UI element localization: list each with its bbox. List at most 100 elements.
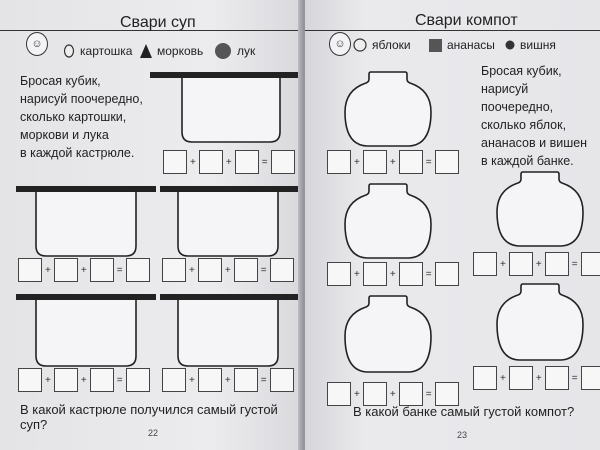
plus-sign: +: [224, 374, 231, 386]
equals-sign: =: [261, 156, 268, 168]
apple-icon: [353, 38, 367, 52]
plus-sign: +: [224, 264, 231, 276]
equals-sign: =: [116, 374, 123, 386]
plus-sign: +: [389, 156, 396, 168]
equation-row: + + =: [327, 382, 459, 406]
pot-3: [160, 186, 298, 257]
equation-row: + + =: [162, 258, 294, 282]
answer-box[interactable]: [362, 262, 387, 286]
answer-box[interactable]: [125, 368, 150, 392]
answer-box[interactable]: [234, 150, 259, 174]
right-instr-line: сколько яблок,: [481, 118, 567, 132]
equation-row: + + =: [163, 150, 295, 174]
left-instr-line: моркови и лука: [20, 128, 109, 142]
answer-box[interactable]: [269, 368, 294, 392]
plus-sign: +: [189, 264, 195, 276]
answer-box[interactable]: [53, 258, 78, 282]
onion-icon: [215, 43, 231, 59]
answer-box[interactable]: [233, 368, 258, 392]
answer-box[interactable]: [162, 368, 186, 392]
right-page-number: 23: [457, 430, 468, 440]
pineapple-icon: [429, 38, 442, 52]
right-instr-line: нарисуй поочередно,: [481, 82, 554, 114]
equation-row: + + =: [18, 368, 150, 392]
equation-row: + + =: [473, 252, 600, 276]
plus-sign: +: [389, 268, 396, 280]
jar-3: [496, 171, 584, 247]
answer-box[interactable]: [162, 258, 186, 282]
potato-icon: [63, 44, 75, 58]
right-header-line: [305, 30, 600, 31]
answer-box[interactable]: [473, 366, 497, 390]
answer-box[interactable]: [163, 150, 187, 174]
legend-potato-label: картошка: [80, 44, 133, 58]
left-header-line: [0, 30, 302, 31]
right-instr-line: Бросая кубик,: [481, 64, 562, 78]
answer-box[interactable]: [197, 368, 222, 392]
legend-apples-label: яблоки: [372, 38, 411, 52]
equals-sign: =: [425, 268, 432, 280]
answer-box[interactable]: [398, 262, 423, 286]
answer-box[interactable]: [18, 368, 42, 392]
answer-box[interactable]: [197, 258, 222, 282]
left-instr-line: нарисуй поочередно,: [20, 92, 143, 106]
answer-box[interactable]: [508, 252, 533, 276]
owl-logo-icon: ☺: [26, 32, 48, 56]
plus-sign: +: [354, 156, 360, 168]
answer-box[interactable]: [580, 366, 600, 390]
equation-row: + + =: [162, 368, 294, 392]
answer-box[interactable]: [434, 262, 459, 286]
answer-box[interactable]: [544, 366, 569, 390]
right-page: ☺ Свари компот яблоки ананасы вишня Брос…: [305, 0, 600, 450]
answer-box[interactable]: [398, 150, 423, 174]
equals-sign: =: [571, 372, 578, 384]
equals-sign: =: [260, 264, 267, 276]
legend-pineapples-label: ананасы: [447, 38, 495, 52]
answer-box[interactable]: [473, 252, 497, 276]
answer-box[interactable]: [89, 368, 114, 392]
answer-box[interactable]: [434, 382, 459, 406]
equation-row: + + =: [18, 258, 150, 282]
left-page-title: Свари суп: [120, 14, 196, 31]
answer-box[interactable]: [544, 252, 569, 276]
legend-carrot-label: морковь: [157, 44, 204, 58]
plus-sign: +: [389, 388, 396, 400]
answer-box[interactable]: [327, 382, 351, 406]
right-page-title: Свари компот: [415, 12, 518, 29]
carrot-icon: [140, 44, 152, 58]
pot-4: [16, 294, 156, 367]
answer-box[interactable]: [269, 258, 294, 282]
answer-box[interactable]: [89, 258, 114, 282]
legend-cherries: вишня: [505, 38, 556, 52]
answer-box[interactable]: [233, 258, 258, 282]
answer-box[interactable]: [398, 382, 423, 406]
left-instr-line: Бросая кубик,: [20, 74, 101, 88]
pot-2: [16, 186, 156, 257]
legend-apples: яблоки: [353, 38, 411, 52]
plus-sign: +: [535, 258, 542, 270]
answer-box[interactable]: [125, 258, 150, 282]
answer-box[interactable]: [18, 258, 42, 282]
jar-4: [344, 295, 432, 373]
answer-box[interactable]: [327, 262, 351, 286]
answer-box[interactable]: [270, 150, 295, 174]
owl-logo-icon: ☺: [329, 32, 351, 56]
equation-row: + + =: [473, 366, 600, 390]
answer-box[interactable]: [362, 382, 387, 406]
answer-box[interactable]: [580, 252, 600, 276]
answer-box[interactable]: [508, 366, 533, 390]
plus-sign: +: [80, 264, 87, 276]
equation-row: + + =: [327, 150, 459, 174]
answer-box[interactable]: [327, 150, 351, 174]
plus-sign: +: [500, 258, 506, 270]
answer-box[interactable]: [434, 150, 459, 174]
plus-sign: +: [535, 372, 542, 384]
answer-box[interactable]: [198, 150, 223, 174]
plus-sign: +: [45, 374, 51, 386]
right-instr-line: ананасов и вишен: [481, 136, 588, 150]
answer-box[interactable]: [362, 150, 387, 174]
answer-box[interactable]: [53, 368, 78, 392]
pot-5: [160, 294, 298, 367]
equals-sign: =: [260, 374, 267, 386]
